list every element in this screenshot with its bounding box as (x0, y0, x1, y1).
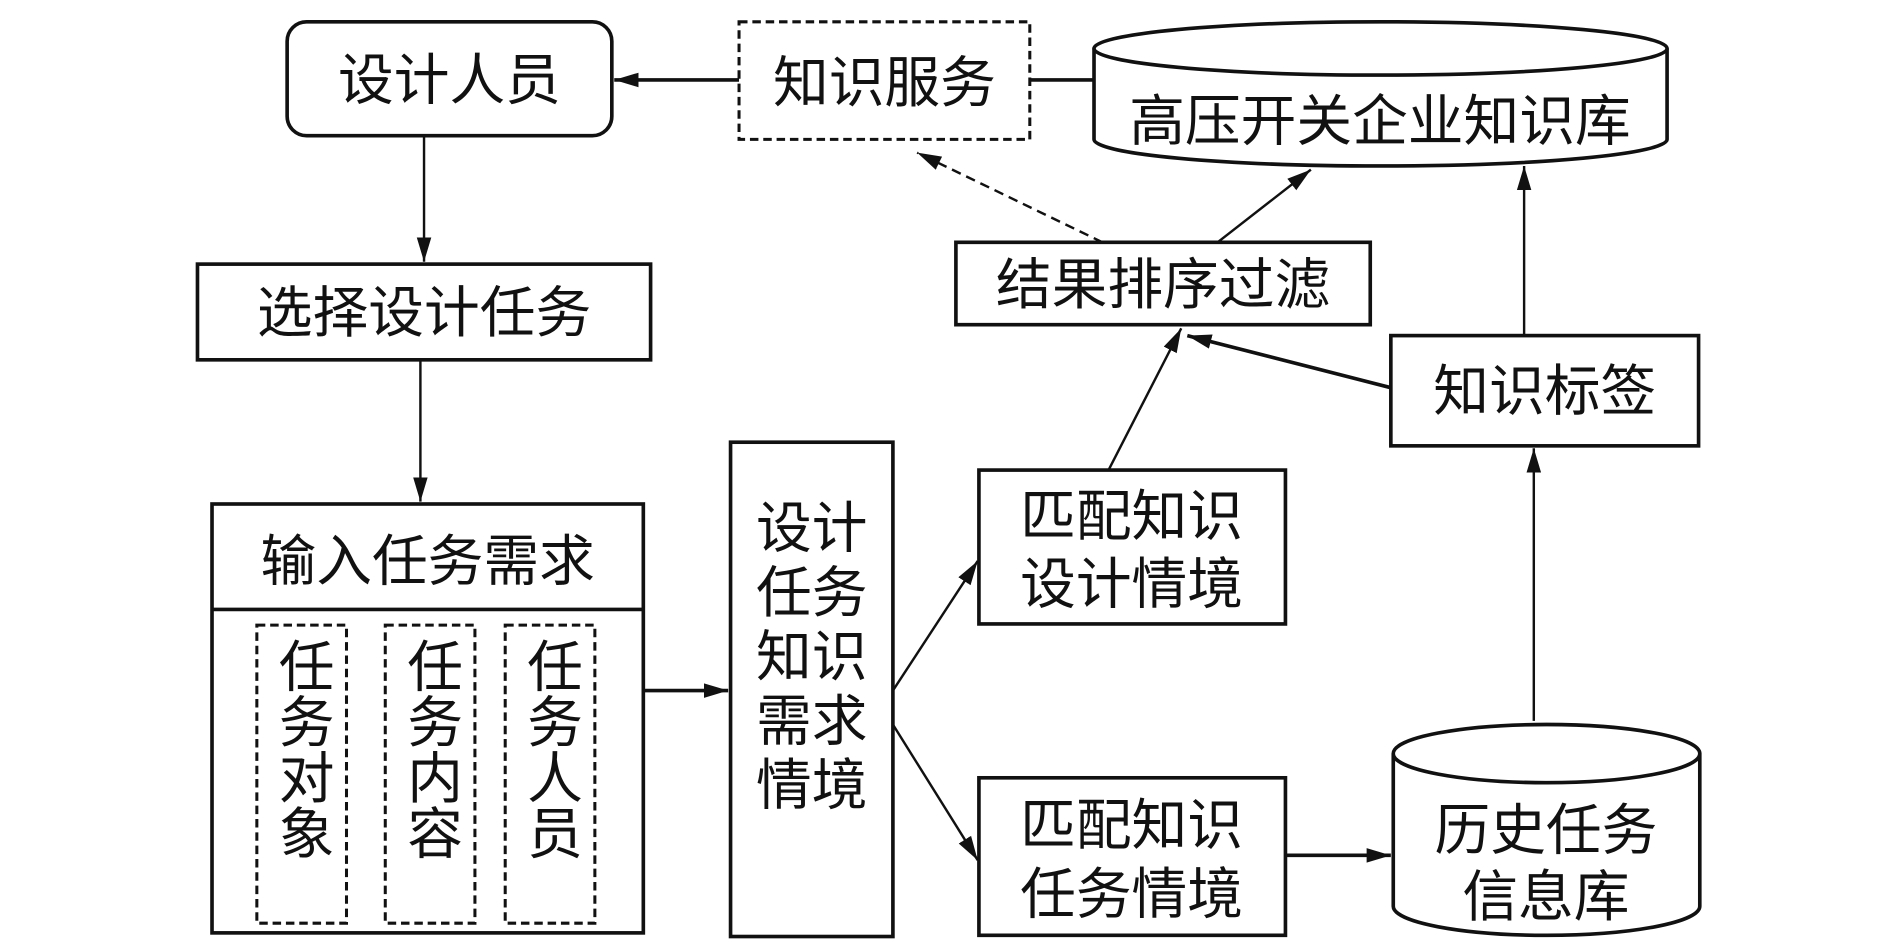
sort-filter-label: 结果排序过滤 (996, 253, 1330, 318)
enterprise-kb-label: 高压开关企业知识库 (1129, 90, 1630, 155)
knowledge-tag-label: 知识标签 (1433, 360, 1656, 425)
input-requirements-label: 输入任务需求 (261, 529, 595, 594)
match-task-line1: 匹配知识 (1020, 793, 1243, 858)
node-enterprise-kb-database: 高压开关企业知识库 (1092, 19, 1669, 168)
node-history-database: 历史任务 信息库 (1391, 722, 1702, 938)
match-task-line2: 任务情境 (1020, 863, 1243, 928)
designer-label: 设计人员 (338, 48, 561, 113)
task-personnel-label: 任务人员 (518, 637, 583, 860)
node-designer: 设计人员 (285, 19, 614, 138)
node-match-task-context: 匹配知识 任务情境 (977, 775, 1288, 938)
knowledge-service-label: 知识服务 (773, 51, 996, 116)
arrow-context-to-match-task (891, 723, 979, 861)
node-select-task: 选择设计任务 (195, 262, 653, 362)
node-knowledge-tag: 知识标签 (1389, 333, 1701, 448)
arrow-filter-to-kb (1216, 168, 1312, 244)
dashed-arrow-filter-to-service (916, 151, 1104, 244)
task-object-label: 任务对象 (269, 637, 334, 860)
node-match-design-context: 匹配知识 设计情境 (977, 468, 1288, 626)
select-task-label: 选择设计任务 (257, 281, 591, 346)
arrow-context-to-match-design (891, 560, 979, 692)
node-input-requirements: 输入任务需求 任务对象 任务内容 任务人员 (210, 502, 646, 935)
history-db-line2: 信息库 (1462, 865, 1629, 930)
task-content-label: 任务内容 (398, 637, 463, 860)
match-design-line2: 设计情境 (1020, 552, 1243, 617)
node-sort-filter: 结果排序过滤 (954, 240, 1373, 327)
requirement-context-label: 设计任务知识需求情境 (756, 496, 868, 818)
arrow-tag-to-filter (1186, 333, 1392, 390)
match-design-line1: 匹配知识 (1020, 485, 1243, 550)
history-db-line1: 历史任务 (1434, 798, 1657, 863)
node-requirement-context: 设计任务知识需求情境 (728, 440, 895, 939)
arrow-match-design-to-filter (1107, 327, 1183, 471)
node-knowledge-service: 知识服务 (737, 20, 1032, 141)
connectors (413, 72, 1542, 863)
